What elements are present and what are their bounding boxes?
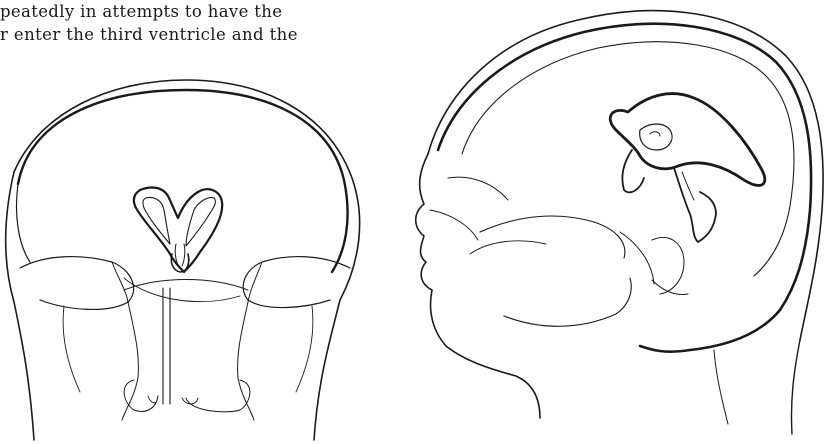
lateral-facial-structures (430, 177, 688, 326)
lateral-head-outline (416, 11, 823, 434)
frontal-ventricles (134, 188, 222, 272)
body-text-fragment: peatedly in attempts to have the r enter… (0, 0, 440, 46)
frontal-facial-structures (20, 257, 350, 420)
body-text-line-1: peatedly in attempts to have the (0, 0, 440, 23)
frontal-skull-outline (6, 80, 360, 440)
frontal-skull-ventricles-illustration (0, 80, 380, 444)
lateral-head-ventricles-illustration (398, 0, 826, 444)
body-text-line-2: r enter the third ventricle and the (0, 23, 440, 46)
lateral-ventricles (610, 94, 765, 242)
